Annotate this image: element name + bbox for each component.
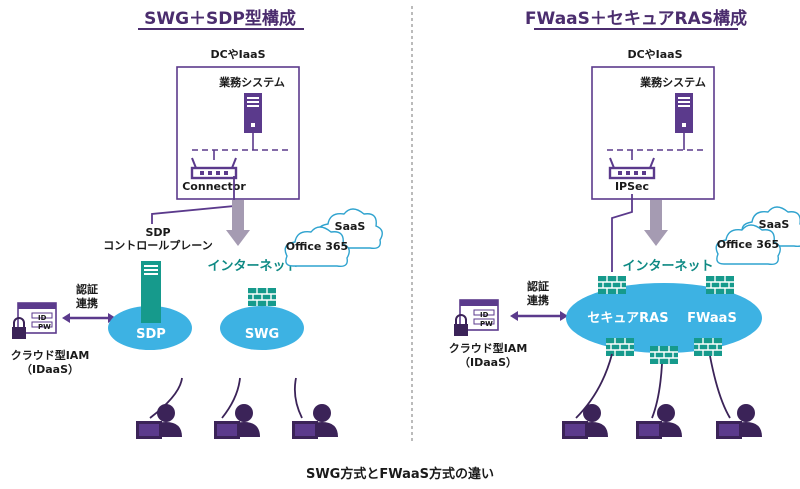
left-idaas-label: （IDaaS）	[21, 363, 79, 376]
right-dc-box	[591, 66, 715, 200]
left-user-1	[136, 404, 182, 439]
right-login-icon	[453, 299, 499, 337]
right-iam-label: クラウド型IAM	[449, 341, 528, 355]
left-server-icon	[244, 93, 262, 133]
left-login-icon	[11, 302, 57, 340]
right-user-1	[562, 404, 608, 439]
left-dc-box	[176, 66, 300, 200]
left-auth-label-1: 認証	[76, 282, 98, 296]
left-login-pw: PW	[38, 323, 51, 331]
ras-fwaas-ellipse	[566, 283, 762, 353]
right-router-icon	[608, 156, 656, 180]
fw-icon-bottom-right	[693, 337, 723, 357]
right-login-pw: PW	[480, 320, 493, 328]
swg-ellipse	[220, 306, 304, 350]
left-control-plane-1: SDP	[145, 226, 170, 239]
fw-icon-bottom-mid	[649, 345, 679, 365]
figure-caption: SWG方式とFWaaS方式の違い	[306, 466, 494, 482]
right-panel: FWaaS＋セキュアRAS構成 DCやIaaS 業務システム IPSec インタ…	[449, 8, 800, 439]
right-dc-label: DCやIaaS	[627, 48, 682, 61]
left-internet-label: インターネット	[207, 259, 298, 274]
right-login-id: ID	[480, 311, 489, 319]
right-user-2	[636, 404, 682, 439]
swg-label: SWG	[245, 327, 279, 342]
left-user-2	[214, 404, 260, 439]
left-server-label: 業務システム	[218, 75, 285, 89]
left-saas-label: SaaS	[335, 220, 366, 233]
right-router-label: IPSec	[615, 180, 649, 193]
right-internet-label: インターネット	[622, 259, 713, 274]
left-dc-label: DCやIaaS	[210, 48, 265, 61]
right-server-label: 業務システム	[639, 75, 706, 89]
right-office-label: Office 365	[717, 238, 779, 251]
left-router-label: Connector	[182, 180, 246, 193]
left-control-plane-2: コントロールプレーン	[103, 238, 212, 252]
sdp-server-icon	[141, 261, 161, 323]
fwaas-label: FWaaS	[687, 311, 737, 326]
right-auth-label-1: 認証	[527, 279, 549, 293]
left-router-icon	[190, 156, 238, 180]
fw-icon-top-right	[705, 275, 735, 295]
sdp-ellipse	[108, 306, 192, 350]
right-idaas-label: （IDaaS）	[459, 356, 517, 369]
ras-label: セキュアRAS	[587, 311, 668, 326]
right-server-icon	[675, 93, 693, 133]
left-login-id: ID	[38, 314, 47, 322]
left-title: SWG＋SDP型構成	[144, 8, 296, 29]
fw-icon-bottom-left	[605, 337, 635, 357]
right-auth-label-2: 連携	[527, 293, 549, 307]
right-saas-label: SaaS	[759, 218, 790, 231]
right-title: FWaaS＋セキュアRAS構成	[525, 8, 747, 29]
left-auth-label-2: 連携	[76, 296, 98, 310]
fw-icon-top-left	[597, 275, 627, 295]
sdp-label: SDP	[136, 327, 166, 342]
left-iam-label: クラウド型IAM	[11, 348, 90, 362]
left-panel: SWG＋SDP型構成 DCやIaaS 業務システム Connector SDP …	[11, 8, 383, 439]
swg-firewall-icon	[247, 287, 277, 307]
right-user-3	[716, 404, 762, 439]
left-office-label: Office 365	[286, 240, 348, 253]
